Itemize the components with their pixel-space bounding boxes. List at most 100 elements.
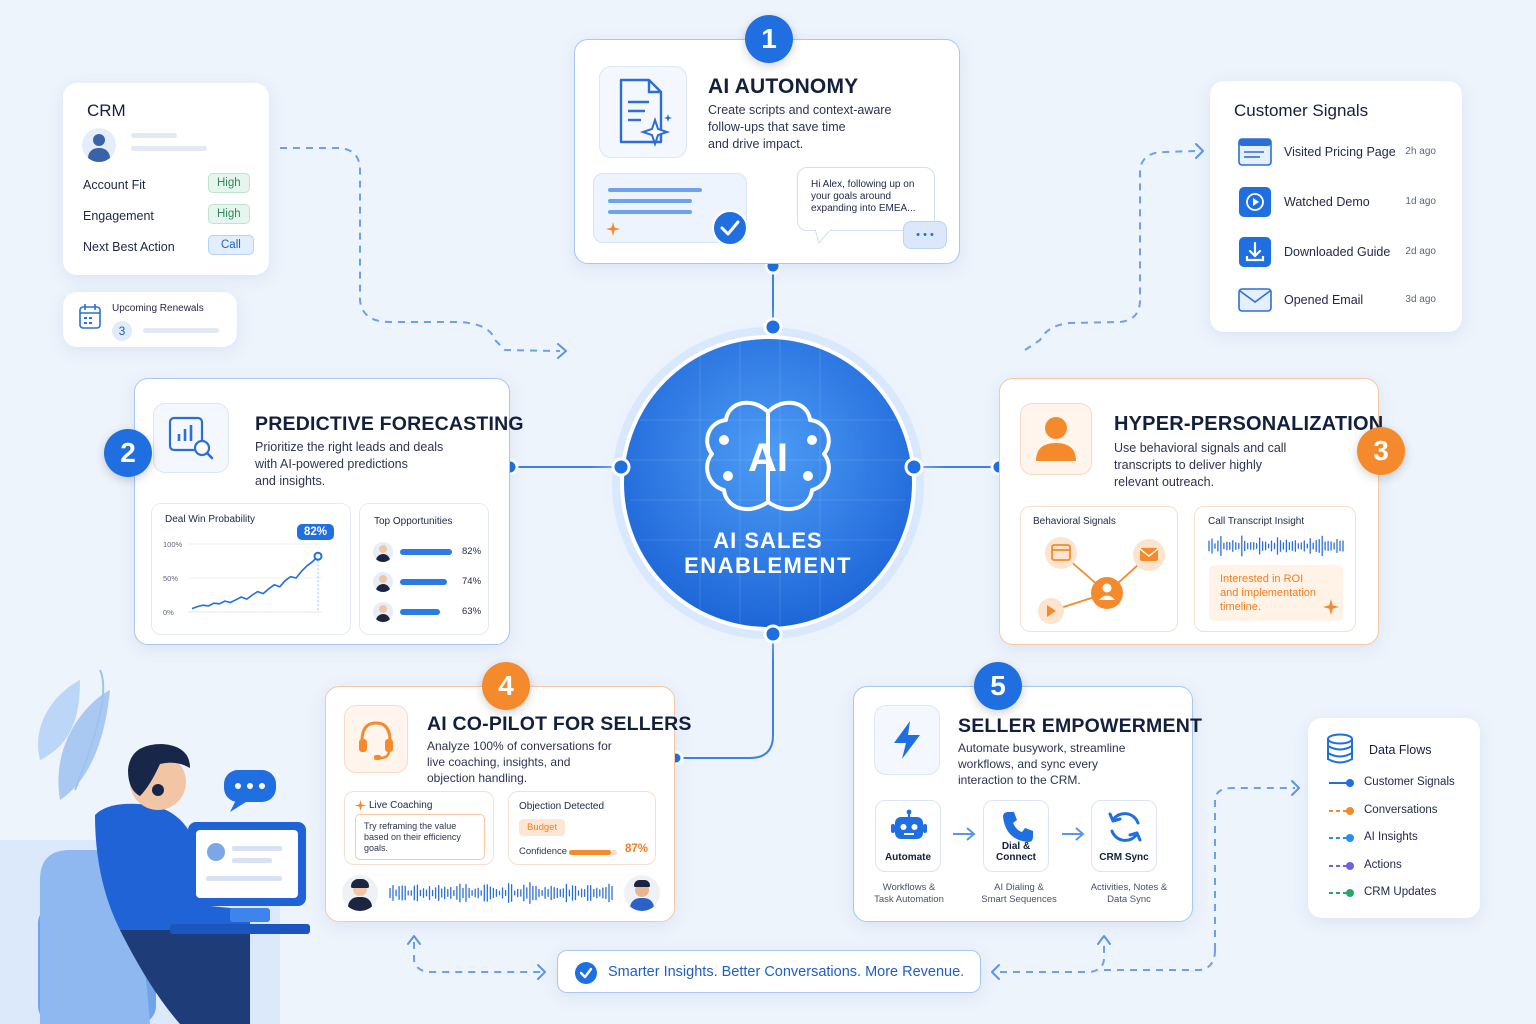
- signal-item[interactable]: Downloaded Guide 2d ago: [1228, 232, 1438, 272]
- ai-autonomy-desc-line: Create scripts and context-aware: [708, 103, 892, 117]
- flow-path-tagline-right: [1000, 942, 1105, 973]
- forecast-desc-line: and insights.: [255, 474, 326, 488]
- step-name: Automate: [884, 852, 932, 863]
- typing-indicator: • • •: [903, 221, 947, 249]
- sparkle-icon: [606, 222, 620, 236]
- calendar-icon: [79, 304, 101, 329]
- headset-icon: [359, 721, 393, 760]
- arrow-right-icon: [953, 827, 976, 841]
- signal-item[interactable]: Opened Email 3d ago: [1228, 280, 1438, 320]
- top-opportunities-title: Top Opportunities: [374, 516, 453, 527]
- y-tick-label: 50%: [163, 574, 178, 583]
- analytics-icon-box: [153, 403, 229, 473]
- predictive-forecasting-title: PREDICTIVE FORECASTING: [255, 413, 524, 435]
- brain-icon: [705, 400, 831, 512]
- signal-time: 2d ago: [1405, 246, 1436, 257]
- confidence-label: Confidence: [519, 846, 568, 857]
- empower-desc-line: Automate busywork, streamline: [958, 741, 1126, 755]
- conversation-waveform: [389, 882, 613, 904]
- empower-desc-line: workflows, and sync every: [958, 757, 1099, 771]
- avatar: [82, 128, 116, 162]
- opportunity-percent: 74%: [462, 576, 482, 587]
- behavioral-signals-title: Behavioral Signals: [1033, 516, 1116, 527]
- hub-title-line2: ENABLEMENT: [684, 553, 852, 578]
- flow-path-tagline-right-ext: [1104, 949, 1216, 971]
- signal-item[interactable]: Visited Pricing Page 2h ago: [1228, 132, 1438, 172]
- step-name: CRM Sync: [1099, 852, 1149, 863]
- arrow-right-icon: [1062, 827, 1085, 841]
- step-dial-connect[interactable]: Dial & Connect: [983, 800, 1049, 872]
- signal-time: 2h ago: [1405, 146, 1436, 157]
- crm-title: CRM: [87, 101, 126, 120]
- step-badge-3: 3: [1357, 427, 1405, 475]
- seller-illustration: [0, 669, 310, 1024]
- envelope-icon: [1238, 288, 1272, 312]
- robot-icon: [891, 809, 927, 839]
- opportunity-percent: 82%: [462, 546, 482, 557]
- y-tick-label: 100%: [163, 540, 183, 549]
- ai-copilot-card: AI CO-PILOT FOR SELLERS Analyze 100% of …: [325, 686, 691, 922]
- step-automate[interactable]: Automate: [875, 800, 941, 872]
- signal-item[interactable]: Watched Demo 1d ago: [1228, 182, 1438, 222]
- insight-line: and implementation: [1220, 587, 1317, 599]
- crm-row-value: High: [208, 204, 250, 224]
- step-badge-1: 1: [745, 15, 793, 63]
- ai-autonomy-desc-line: and drive impact.: [708, 137, 804, 151]
- audio-waveform: [1208, 535, 1344, 557]
- forecast-desc-line: with AI-powered predictions: [255, 457, 408, 471]
- flow-legend-label: Actions: [1364, 858, 1402, 871]
- document-icon-box: [599, 66, 687, 158]
- ai-copilot-title: AI CO-PILOT FOR SELLERS: [427, 713, 692, 735]
- copilot-desc-line: live coaching, insights, and: [427, 755, 571, 769]
- customer-avatar: [624, 875, 660, 911]
- flow-legend-label: CRM Updates: [1364, 886, 1437, 898]
- copilot-desc-line: objection handling.: [427, 771, 528, 785]
- step-caption: AI Dialing &: [994, 882, 1044, 893]
- data-flows-title: Data Flows: [1369, 743, 1432, 757]
- renewals-count: 3: [112, 321, 132, 341]
- customer-signals-card: Customer Signals Visited Pricing Page 2h…: [1210, 81, 1462, 332]
- step-caption: Workflows &: [882, 882, 936, 893]
- hub-title-line1: AI SALES: [713, 528, 823, 553]
- check-circle-icon: [712, 210, 748, 246]
- personal-desc-line: relevant outreach.: [1114, 475, 1215, 489]
- flow-path-signals: [1024, 150, 1196, 351]
- chart-peak-badge: 82%: [297, 524, 335, 540]
- phone-icon: [1003, 812, 1033, 842]
- seller-empowerment-title: SELLER EMPOWERMENT: [958, 715, 1203, 737]
- hyper-personalization-card: HYPER-PERSONALIZATION Use behavioral sig…: [999, 378, 1383, 645]
- play-icon: [1239, 187, 1271, 217]
- step-caption: Data Sync: [1107, 894, 1151, 905]
- crm-row-label: Account Fit: [83, 178, 146, 192]
- predictive-forecasting-card: PREDICTIVE FORECASTING Prioritize the ri…: [134, 378, 524, 645]
- next-best-action-button[interactable]: Call: [208, 235, 254, 255]
- sparkle-icon: [1323, 599, 1339, 615]
- opportunity-bar: [400, 549, 452, 555]
- call-transcript-title: Call Transcript Insight: [1208, 516, 1305, 527]
- chart-title: Deal Win Probability: [165, 514, 256, 525]
- confidence-fill: [569, 850, 611, 855]
- check-circle-icon: [575, 962, 597, 984]
- live-coaching-panel: Live Coaching Try reframing the value ba…: [344, 791, 494, 865]
- transcript-insight: Interested in ROI and implementation tim…: [1209, 565, 1343, 621]
- confidence-percent: 87%: [625, 843, 649, 855]
- step-crm-sync[interactable]: CRM Sync: [1091, 800, 1157, 872]
- renewals-label: Upcoming Renewals: [112, 303, 204, 314]
- tagline-banner: Smarter Insights. Better Conversations. …: [557, 950, 981, 993]
- flow-legend-label: AI Insights: [1364, 831, 1418, 843]
- person-icon: [1036, 417, 1076, 461]
- empower-desc-line: interaction to the CRM.: [958, 773, 1081, 787]
- signal-label: Visited Pricing Page: [1284, 145, 1396, 159]
- crm-row-label: Engagement: [83, 209, 154, 223]
- hub-icon-text: AI: [748, 436, 788, 480]
- document-sparkle-icon: [619, 78, 672, 148]
- forecast-desc-line: Prioritize the right leads and deals: [255, 440, 444, 454]
- legend-swatch: [1329, 861, 1354, 870]
- step-badge-5: 5: [974, 662, 1022, 710]
- hyper-personalization-title: HYPER-PERSONALIZATION: [1114, 413, 1384, 435]
- step-badge-2: 2: [104, 429, 152, 477]
- flow-path-dataflows: [1214, 787, 1295, 950]
- seller-empowerment-card: SELLER EMPOWERMENT Automate busywork, st…: [853, 686, 1202, 922]
- lightning-icon: [894, 721, 920, 759]
